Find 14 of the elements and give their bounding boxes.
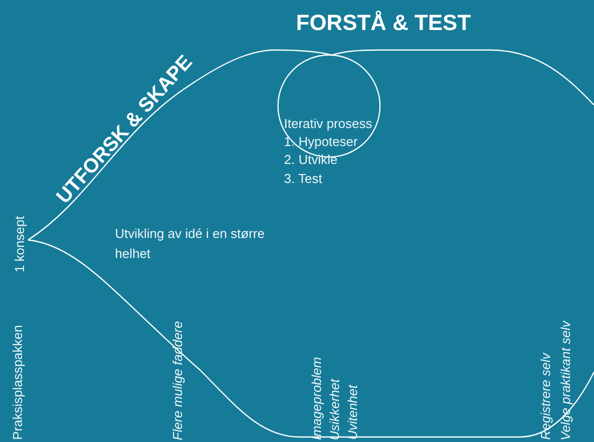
list-item: 2. Utvikle <box>284 152 338 167</box>
stage-label: Praksisplasspakken <box>10 325 26 440</box>
stage-label: Flere mulige faddere <box>170 320 186 440</box>
stage-label: Velge praktikant selv <box>558 320 574 440</box>
list-item: 1. Hypoteser <box>284 134 358 149</box>
description-text: Utvikling av idé i en større helhet <box>115 225 266 263</box>
phase-heading: FORSTÅ & TEST <box>296 10 471 36</box>
list-heading: Iterativ prosess <box>284 116 372 131</box>
stage-label: Uvitenhet <box>345 385 361 440</box>
stage-label: Usikkerhet <box>327 378 343 440</box>
stage-label: Registrere selv <box>538 353 554 440</box>
stage-label: Imageproblem <box>309 356 325 440</box>
stage-label: 1 konsept <box>12 216 28 272</box>
list-item: 3. Test <box>284 171 322 186</box>
